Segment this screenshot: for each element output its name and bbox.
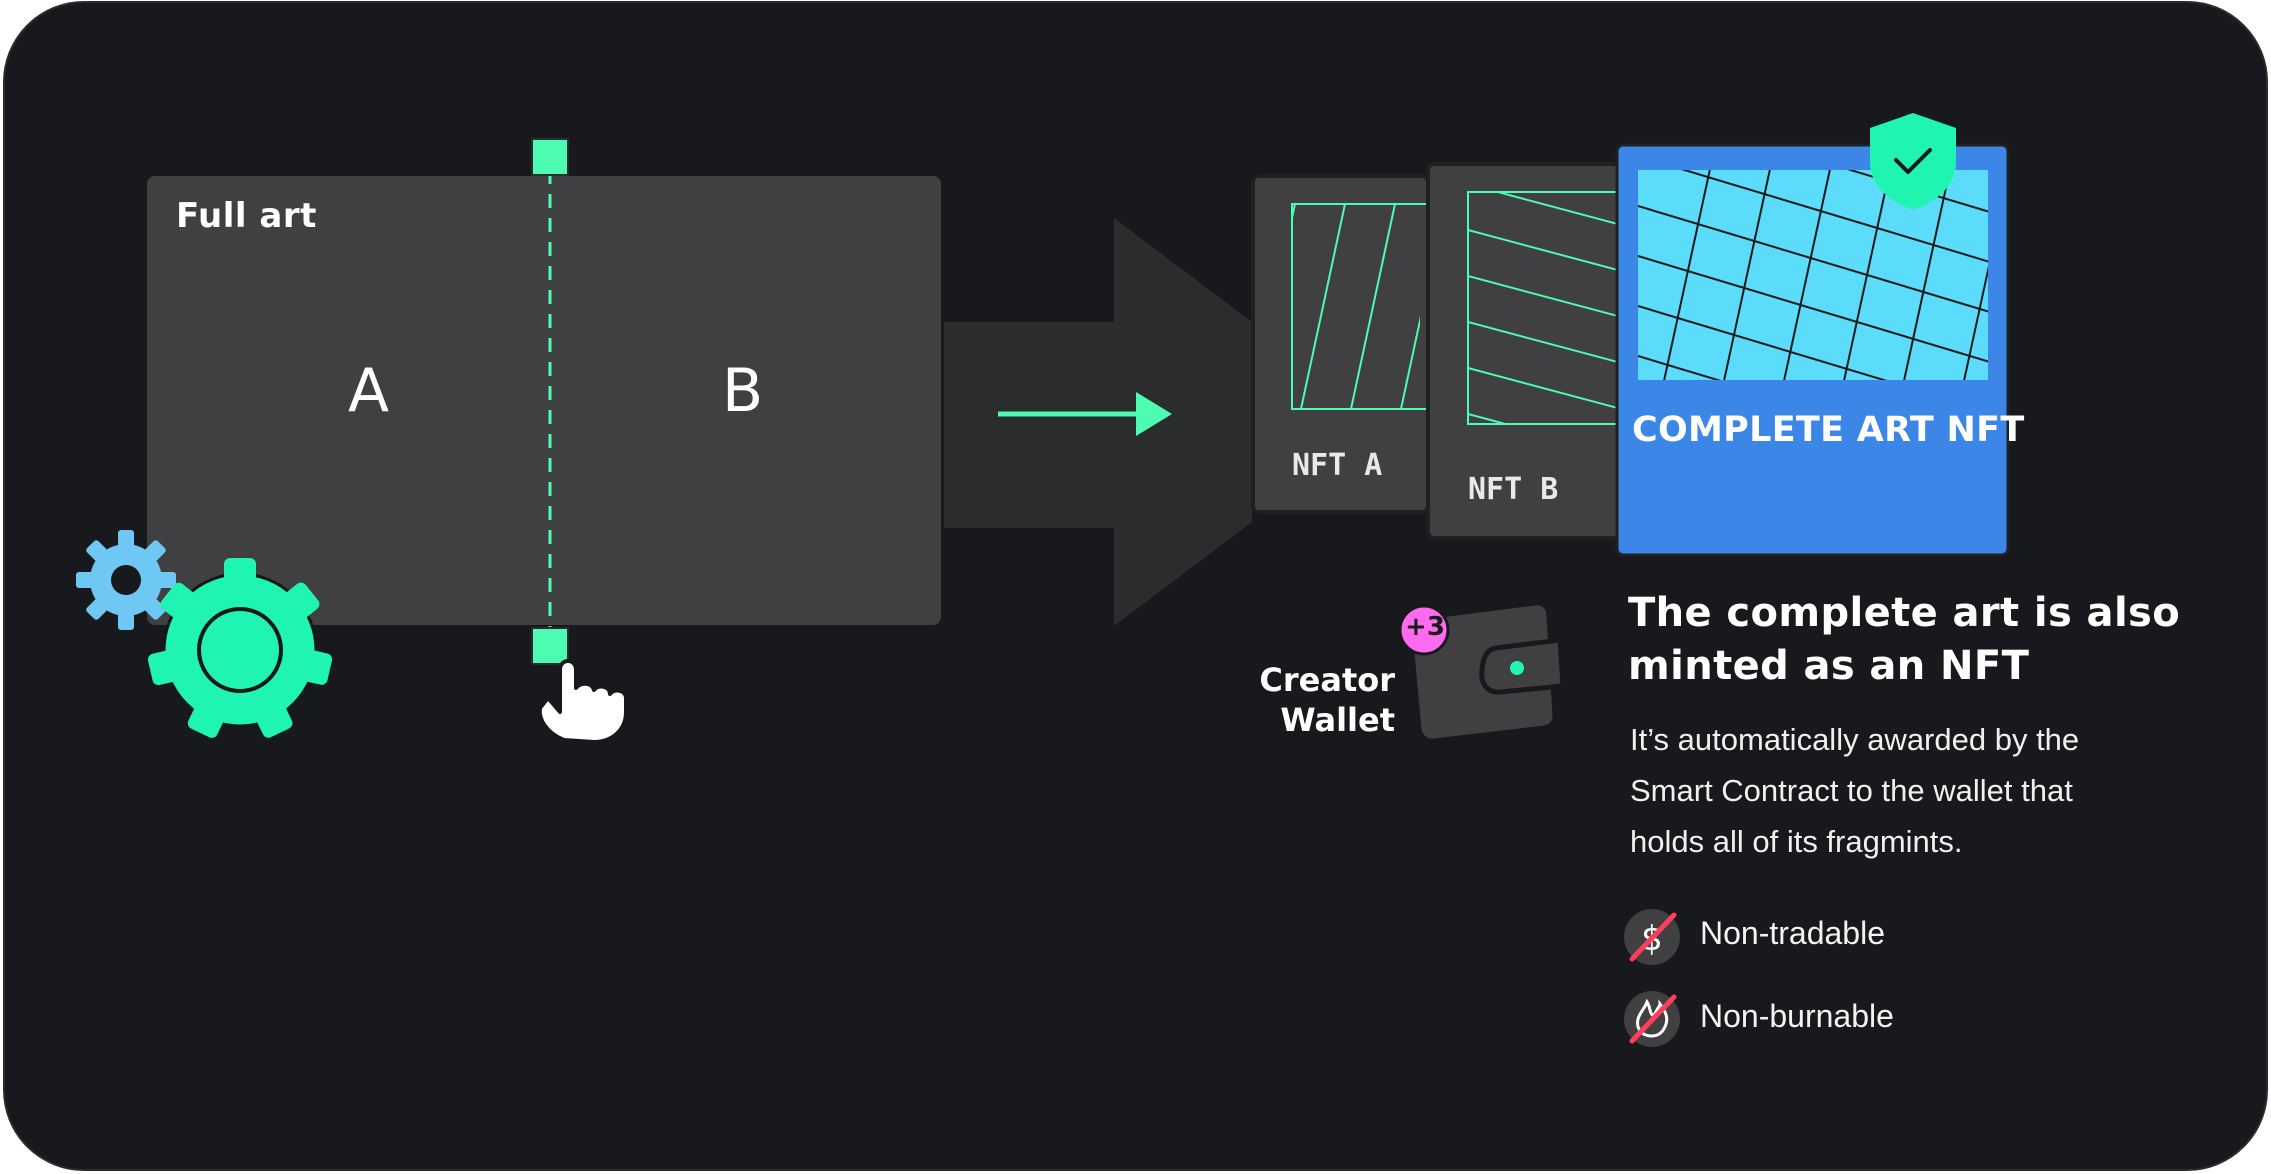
shield-check-icon (1870, 113, 1956, 210)
split-handle-top[interactable] (531, 138, 569, 176)
large-gear-icon (147, 558, 333, 738)
wallet-badge-count: +3 (1405, 612, 1445, 642)
no-dollar-icon: $ (1624, 909, 1680, 965)
info-description-line: holds all of its fragmints. (1630, 824, 1963, 859)
arrow-head (1136, 392, 1172, 436)
process-arrow (944, 218, 1252, 626)
wallet-label-line1: Creator (1259, 661, 1395, 699)
wallet-label-line2: Wallet (1280, 701, 1395, 739)
pointer-hand-icon (537, 659, 628, 744)
small-gear-icon (76, 530, 176, 630)
complete-art-card (1615, 143, 2010, 557)
info-description-line: It’s automatically awarded by the (1630, 722, 2080, 757)
split-handle-bottom[interactable] (531, 627, 569, 665)
info-description-line: Smart Contract to the wallet that (1630, 773, 2073, 808)
property-non-burnable: Non-burnable (1700, 998, 1894, 1034)
nft-b-label: NFT B (1468, 472, 1559, 507)
info-headline-line1: The complete art is also (1628, 590, 2181, 636)
section-a-label: A (348, 356, 390, 426)
wallet-badge-bg (1398, 604, 1450, 656)
nft-b-card (1426, 162, 1640, 540)
no-fire-icon (1624, 991, 1680, 1047)
full-art-panel (147, 176, 941, 625)
info-headline-line2: minted as an NFT (1628, 643, 2030, 689)
nft-a-card (1251, 174, 1430, 514)
full-art-label: Full art (176, 196, 317, 236)
nft-a-label: NFT A (1292, 448, 1383, 483)
property-non-tradable: Non-tradable (1700, 915, 1885, 951)
section-b-label: B (722, 356, 764, 426)
complete-art-label: COMPLETE ART NFT (1632, 410, 2025, 450)
